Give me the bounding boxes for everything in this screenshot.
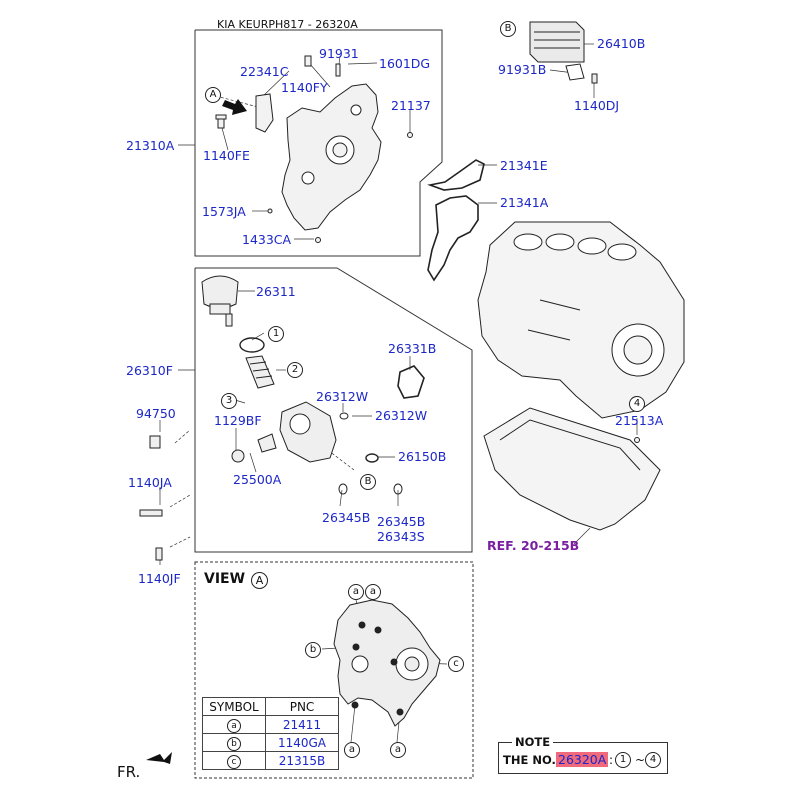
view-callout-a-1: a (348, 584, 364, 600)
symbol-cell: b (202, 733, 266, 752)
part-1140JF[interactable]: 1140JF (138, 571, 181, 586)
view-a-cover (333, 599, 441, 727)
part-21310A[interactable]: 21310A (126, 138, 175, 153)
part-26310F[interactable]: 26310F (126, 363, 173, 378)
part-22341C[interactable]: 22341C (240, 64, 289, 79)
oil-filter-frame (194, 267, 473, 553)
pnc-cell[interactable]: 21315B (265, 751, 339, 770)
view-callout-a-4: a (390, 742, 406, 758)
timing-cover-frame (194, 29, 443, 257)
part-91931[interactable]: 91931 (319, 46, 359, 61)
part-26150B[interactable]: 26150B (398, 449, 447, 464)
table-row: b 1140GA (202, 733, 339, 752)
part-1601DG[interactable]: 1601DG (379, 56, 431, 71)
oil-cooler (529, 21, 585, 63)
part-21513A[interactable]: 21513A (615, 413, 664, 428)
note-part-link[interactable]: 26320A (556, 752, 609, 767)
symbol-header: SYMBOL (202, 697, 266, 716)
part-25500A[interactable]: 25500A (233, 472, 282, 487)
part-1140FY[interactable]: 1140FY (281, 80, 328, 95)
view-title: VIEW (204, 571, 246, 587)
oil-cooler-gasket (397, 365, 425, 399)
table-row: a 21411 (202, 715, 339, 734)
note-prefix: THE NO. (503, 753, 556, 767)
callout-4: 4 (629, 396, 645, 412)
part-1433CA[interactable]: 1433CA (242, 232, 292, 247)
callout-A: A (205, 87, 221, 103)
callout-2: 2 (287, 362, 303, 378)
callout-B-cooler: B (500, 21, 516, 37)
part-1140DJ[interactable]: 1140DJ (574, 98, 620, 113)
note-range-end: 4 (645, 752, 661, 768)
view-callout-c: c (448, 656, 464, 672)
part-26343S[interactable]: 26343S (377, 529, 425, 544)
part-26410B[interactable]: 26410B (597, 36, 646, 51)
filter-element (245, 355, 275, 389)
callout-3: 3 (221, 393, 237, 409)
pnc-header: PNC (265, 697, 339, 716)
view-arrow (222, 99, 247, 115)
view-circle-A: A (251, 572, 268, 589)
part-1129BF[interactable]: 1129BF (214, 413, 262, 428)
part-94750[interactable]: 94750 (136, 406, 176, 421)
part-21341A[interactable]: 21341A (500, 195, 549, 210)
pnc-cell[interactable]: 1140GA (265, 733, 339, 752)
view-callout-a-2: a (365, 584, 381, 600)
filter-housing (279, 401, 337, 463)
note-separator: : (609, 753, 614, 767)
note-title: NOTE (512, 735, 554, 749)
part-1140FE[interactable]: 1140FE (203, 148, 250, 163)
part-91931B[interactable]: 91931B (498, 62, 547, 77)
symbol-table: SYMBOL PNC a 21411 b 1140GA c 21315B (202, 697, 339, 770)
symbol-cell: c (202, 751, 266, 770)
gasket-upper (427, 159, 485, 191)
callout-1: 1 (268, 326, 284, 342)
part-26312W-lower[interactable]: 26312W (375, 408, 428, 423)
view-callout-b: b (305, 642, 321, 658)
note-tilde: ~ (635, 753, 646, 767)
gasket-lower (427, 195, 479, 282)
reference-link[interactable]: REF. 20-215B (487, 538, 580, 553)
part-26311[interactable]: 26311 (256, 284, 296, 299)
note-box (498, 742, 668, 774)
part-26345B-left[interactable]: 26345B (322, 510, 371, 525)
part-21341E[interactable]: 21341E (500, 158, 548, 173)
part-1140JA[interactable]: 1140JA (128, 475, 172, 490)
filter-cap (201, 275, 239, 309)
diagram-title: KIA KEURPH817 - 26320A (217, 18, 358, 31)
view-a-frame (194, 561, 474, 779)
front-direction-label: FR. (117, 763, 141, 781)
pnc-cell[interactable]: 21411 (265, 715, 339, 734)
oil-pan (483, 407, 661, 531)
bracket (255, 93, 274, 133)
part-26345B-right[interactable]: 26345B (377, 514, 426, 529)
part-21137[interactable]: 21137 (391, 98, 431, 113)
symbol-cell: a (202, 715, 266, 734)
callout-B-filter: B (360, 474, 376, 490)
note-range-start: 1 (615, 752, 631, 768)
part-26331B[interactable]: 26331B (388, 341, 437, 356)
part-1573JA[interactable]: 1573JA (202, 204, 246, 219)
front-arrow-icon (146, 752, 172, 764)
view-callout-a-3: a (344, 742, 360, 758)
table-row: c 21315B (202, 751, 339, 770)
part-26312W-upper[interactable]: 26312W (316, 389, 369, 404)
